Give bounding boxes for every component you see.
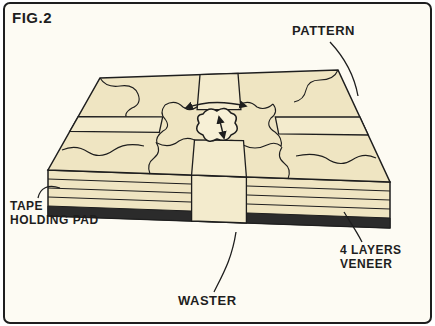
pattern-joints: [62, 70, 376, 179]
tape-strip: [275, 117, 368, 135]
leader-line: [214, 232, 236, 292]
part-label: TAPE HOLDING PAD: [10, 200, 105, 228]
part-label: PATTERN: [292, 24, 402, 39]
tape-strip: [192, 140, 247, 177]
part-label: 4 LAYERS VENEER: [340, 244, 420, 272]
pattern-top-face: [48, 70, 390, 182]
leader-line: [38, 186, 60, 198]
tape-strip: [192, 175, 247, 223]
grain-arrow: [219, 117, 224, 138]
leader-line: [330, 42, 358, 96]
grain-arrow: [186, 102, 246, 108]
part-label: WASTER: [178, 294, 268, 309]
tape-pieces: [70, 73, 368, 177]
figure-title: FIG.2: [12, 9, 92, 26]
cutout-shape: [197, 108, 238, 141]
figure-frame: [4, 3, 431, 323]
tape-strip: [70, 117, 163, 133]
leader-lines: [38, 42, 362, 292]
leader-line: [344, 212, 362, 242]
